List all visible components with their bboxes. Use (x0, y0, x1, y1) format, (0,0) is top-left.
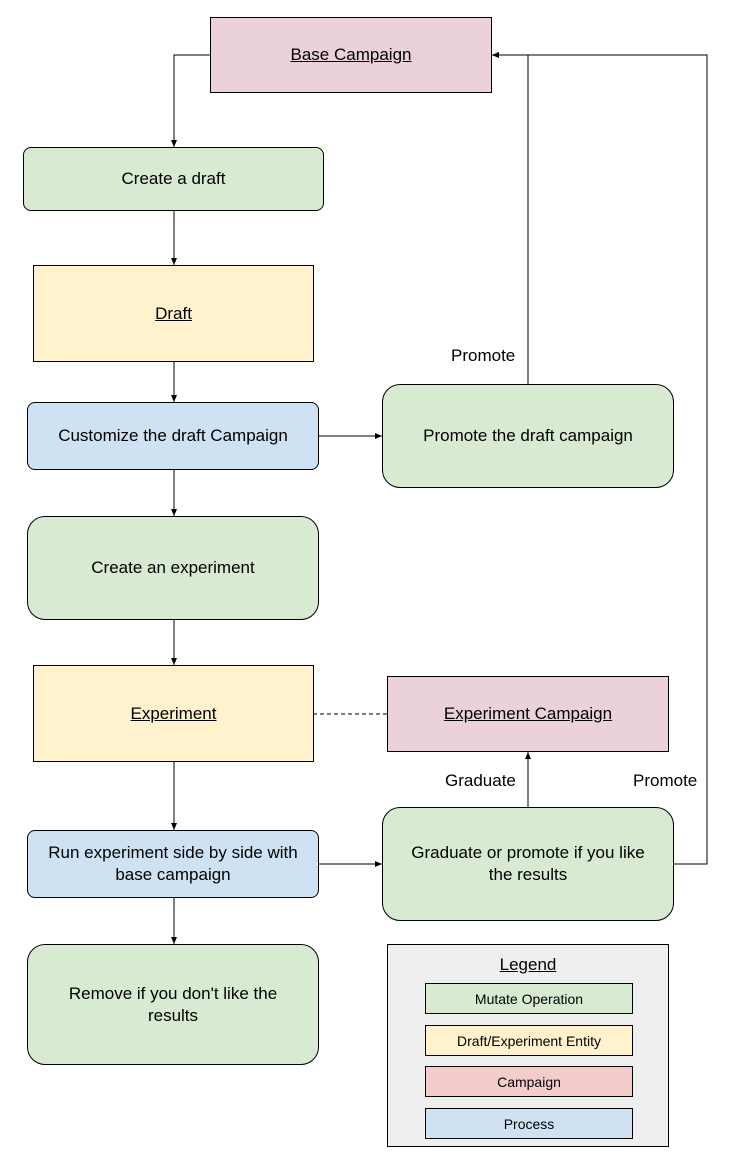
remove-label: Remove if you don't like the results (68, 983, 278, 1025)
experiment-campaign-node: Experiment Campaign (387, 676, 669, 752)
legend-item-process: Process (425, 1108, 633, 1139)
edge-base-to-create-draft (171, 54, 210, 147)
legend-title: Legend (499, 955, 557, 974)
edge-promote-draft-to-base (492, 52, 529, 384)
promote-top-label: Promote (451, 346, 516, 365)
experiment-campaign-label: Experiment Campaign (443, 704, 613, 723)
graduate-or-promote-label: Graduate or promote if you like the resu… (411, 843, 645, 884)
create-draft-node: Create a draft (23, 147, 324, 211)
experiment-label: Experiment (130, 703, 217, 723)
create-draft-label: Create a draft (121, 169, 226, 188)
legend-item-campaign: Campaign (425, 1066, 633, 1097)
graduate-label: Graduate (445, 771, 516, 790)
legend-item-mutate-operation: Mutate Operation (425, 983, 633, 1014)
create-experiment-label: Create an experiment (91, 558, 255, 577)
run-experiment-label: Run experiment side by side with base ca… (48, 843, 298, 884)
base-campaign-node: Base Campaign (210, 17, 492, 93)
base-campaign-label: Base Campaign (290, 45, 412, 64)
promote-right-label: Promote (633, 771, 698, 790)
create-experiment-node: Create an experiment (27, 516, 319, 620)
run-experiment-node: Run experiment side by side with base ca… (27, 830, 319, 898)
edge-graduate-to-base (492, 52, 708, 865)
promote-draft-node: Promote the draft campaign (382, 384, 674, 488)
customize-draft-label: Customize the draft Campaign (58, 426, 288, 445)
remove-node: Remove if you don't like the results (27, 944, 319, 1065)
legend-item-entity: Draft/Experiment Entity (425, 1025, 633, 1056)
customize-draft-node: Customize the draft Campaign (27, 402, 319, 470)
draft-node: Draft (33, 265, 314, 362)
legend: Legend Mutate Operation Draft/Experiment… (387, 944, 669, 1147)
experiment-node: Experiment (33, 665, 314, 762)
promote-draft-label: Promote the draft campaign (423, 426, 633, 445)
graduate-or-promote-node: Graduate or promote if you like the resu… (382, 807, 674, 921)
draft-label: Draft (155, 303, 192, 323)
